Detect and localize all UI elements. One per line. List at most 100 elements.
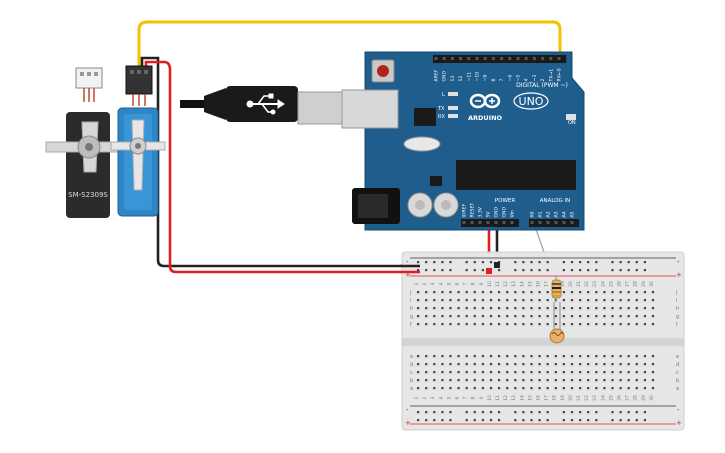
terminal-hole[interactable] bbox=[570, 387, 574, 390]
rail-hole[interactable] bbox=[481, 269, 484, 272]
terminal-hole[interactable] bbox=[595, 291, 598, 294]
terminal-hole[interactable] bbox=[489, 315, 493, 318]
pin-socket[interactable] bbox=[524, 57, 528, 60]
terminal-hole[interactable] bbox=[506, 291, 509, 294]
terminal-hole[interactable] bbox=[651, 291, 655, 294]
terminal-hole[interactable] bbox=[546, 307, 549, 310]
terminal-hole[interactable] bbox=[473, 299, 476, 302]
terminal-hole[interactable] bbox=[498, 291, 501, 294]
pin-socket[interactable] bbox=[500, 57, 504, 60]
rail-hole[interactable] bbox=[465, 269, 468, 272]
rail-hole[interactable] bbox=[425, 419, 428, 422]
terminal-hole[interactable] bbox=[489, 371, 493, 374]
rail-hole[interactable] bbox=[441, 411, 444, 414]
terminal-hole[interactable] bbox=[441, 299, 444, 302]
terminal-hole[interactable] bbox=[587, 323, 590, 326]
terminal-hole[interactable] bbox=[651, 355, 655, 358]
terminal-hole[interactable] bbox=[481, 355, 484, 358]
terminal-hole[interactable] bbox=[425, 379, 428, 382]
terminal-hole[interactable] bbox=[587, 291, 590, 294]
terminal-hole[interactable] bbox=[603, 307, 606, 310]
rail-hole[interactable] bbox=[433, 261, 436, 264]
terminal-hole[interactable] bbox=[489, 323, 493, 326]
rail-hole[interactable] bbox=[562, 269, 565, 272]
terminal-hole[interactable] bbox=[417, 323, 420, 326]
terminal-hole[interactable] bbox=[554, 371, 557, 374]
pin-socket[interactable] bbox=[486, 221, 490, 224]
rail-hole[interactable] bbox=[562, 411, 565, 414]
rail-hole[interactable] bbox=[465, 419, 468, 422]
pin-socket[interactable] bbox=[549, 57, 553, 60]
terminal-hole[interactable] bbox=[595, 307, 598, 310]
terminal-hole[interactable] bbox=[554, 363, 557, 366]
terminal-hole[interactable] bbox=[570, 363, 574, 366]
terminal-hole[interactable] bbox=[522, 307, 525, 310]
terminal-hole[interactable] bbox=[457, 379, 460, 382]
terminal-hole[interactable] bbox=[643, 307, 646, 310]
rail-hole[interactable] bbox=[546, 269, 549, 272]
pin-socket[interactable] bbox=[516, 57, 520, 60]
terminal-hole[interactable] bbox=[546, 371, 549, 374]
terminal-hole[interactable] bbox=[522, 371, 525, 374]
photoresistor[interactable] bbox=[549, 302, 565, 344]
arduino-uno-board[interactable]: ON L TX RX UNO ARDUINO DIGITAL (PWM ~) P… bbox=[341, 51, 585, 231]
terminal-hole[interactable] bbox=[457, 323, 460, 326]
terminal-hole[interactable] bbox=[473, 307, 476, 310]
rail-hole[interactable] bbox=[473, 261, 476, 264]
terminal-hole[interactable] bbox=[579, 315, 582, 318]
terminal-hole[interactable] bbox=[506, 363, 509, 366]
terminal-hole[interactable] bbox=[522, 315, 525, 318]
rail-hole[interactable] bbox=[433, 269, 436, 272]
terminal-hole[interactable] bbox=[546, 323, 549, 326]
rail-hole[interactable] bbox=[562, 419, 565, 422]
terminal-hole[interactable] bbox=[441, 363, 444, 366]
terminal-hole[interactable] bbox=[579, 363, 582, 366]
terminal-hole[interactable] bbox=[603, 387, 606, 390]
terminal-hole[interactable] bbox=[514, 387, 517, 390]
terminal-hole[interactable] bbox=[498, 387, 501, 390]
terminal-hole[interactable] bbox=[506, 307, 509, 310]
terminal-hole[interactable] bbox=[546, 291, 549, 294]
terminal-hole[interactable] bbox=[530, 387, 533, 390]
terminal-hole[interactable] bbox=[611, 355, 614, 358]
terminal-hole[interactable] bbox=[449, 379, 452, 382]
terminal-hole[interactable] bbox=[449, 355, 452, 358]
rail-hole[interactable] bbox=[627, 411, 630, 414]
terminal-hole[interactable] bbox=[514, 363, 517, 366]
terminal-hole[interactable] bbox=[417, 363, 420, 366]
terminal-hole[interactable] bbox=[425, 355, 428, 358]
terminal-hole[interactable] bbox=[522, 363, 525, 366]
rail-hole[interactable] bbox=[498, 411, 501, 414]
terminal-hole[interactable] bbox=[441, 371, 444, 374]
terminal-hole[interactable] bbox=[457, 307, 460, 310]
terminal-hole[interactable] bbox=[514, 315, 517, 318]
terminal-hole[interactable] bbox=[635, 355, 638, 358]
terminal-hole[interactable] bbox=[449, 371, 452, 374]
pin-socket[interactable] bbox=[570, 221, 574, 224]
terminal-hole[interactable] bbox=[619, 363, 622, 366]
rail-hole[interactable] bbox=[570, 261, 574, 264]
terminal-hole[interactable] bbox=[465, 355, 468, 358]
terminal-hole[interactable] bbox=[627, 323, 630, 326]
rail-hole[interactable] bbox=[635, 269, 638, 272]
terminal-hole[interactable] bbox=[489, 355, 493, 358]
rail-hole[interactable] bbox=[635, 411, 638, 414]
terminal-hole[interactable] bbox=[465, 387, 468, 390]
terminal-hole[interactable] bbox=[481, 315, 484, 318]
terminal-hole[interactable] bbox=[457, 363, 460, 366]
rail-hole[interactable] bbox=[538, 419, 541, 422]
terminal-hole[interactable] bbox=[579, 379, 582, 382]
digital-header[interactable] bbox=[433, 55, 567, 63]
rail-hole[interactable] bbox=[627, 261, 630, 264]
terminal-hole[interactable] bbox=[457, 355, 460, 358]
terminal-hole[interactable] bbox=[570, 315, 574, 318]
terminal-hole[interactable] bbox=[635, 371, 638, 374]
terminal-hole[interactable] bbox=[522, 355, 525, 358]
terminal-hole[interactable] bbox=[473, 371, 476, 374]
terminal-hole[interactable] bbox=[635, 387, 638, 390]
pin-socket[interactable] bbox=[475, 57, 479, 60]
rail-hole[interactable] bbox=[635, 419, 638, 422]
terminal-hole[interactable] bbox=[611, 363, 614, 366]
rail-hole[interactable] bbox=[546, 411, 549, 414]
rail-hole[interactable] bbox=[473, 419, 476, 422]
